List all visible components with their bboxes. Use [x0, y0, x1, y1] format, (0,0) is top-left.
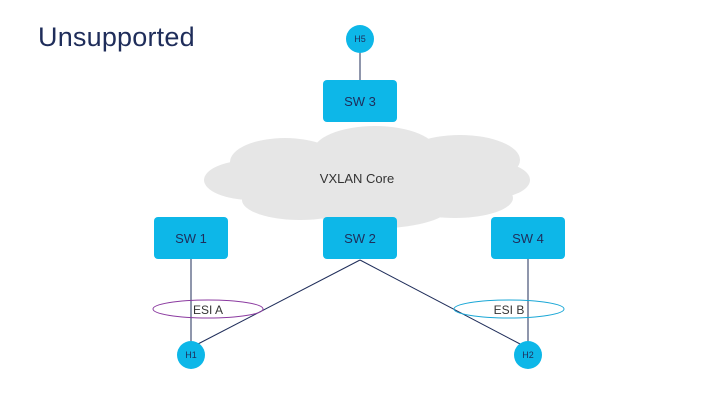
link-sw2-h1	[195, 259, 361, 346]
switch-sw1-label: SW 1	[175, 231, 207, 246]
esi-a: ESI A	[152, 299, 264, 319]
host-h1[interactable]: H1	[177, 341, 205, 369]
vxlan-core-cloud: VXLAN Core	[204, 126, 530, 228]
esi-b: ESI B	[453, 299, 565, 319]
switch-sw3[interactable]: SW 3	[323, 80, 397, 122]
cloud-label: VXLAN Core	[320, 171, 394, 186]
host-h5[interactable]: H5	[346, 25, 374, 53]
host-h5-label: H5	[354, 34, 366, 44]
switch-sw2[interactable]: SW 2	[323, 217, 397, 259]
host-h1-label: H1	[185, 350, 197, 360]
links	[190, 52, 529, 346]
host-h2[interactable]: H2	[514, 341, 542, 369]
switch-sw1[interactable]: SW 1	[154, 217, 228, 259]
link-sw2-h2	[359, 259, 523, 346]
esi-a-label: ESI A	[193, 303, 223, 317]
switch-sw4-label: SW 4	[512, 231, 544, 246]
host-h2-label: H2	[522, 350, 534, 360]
slide-title: Unsupported	[38, 22, 195, 52]
switch-sw4[interactable]: SW 4	[491, 217, 565, 259]
switch-sw3-label: SW 3	[344, 94, 376, 109]
switch-sw2-label: SW 2	[344, 231, 376, 246]
esi-b-label: ESI B	[494, 303, 525, 317]
